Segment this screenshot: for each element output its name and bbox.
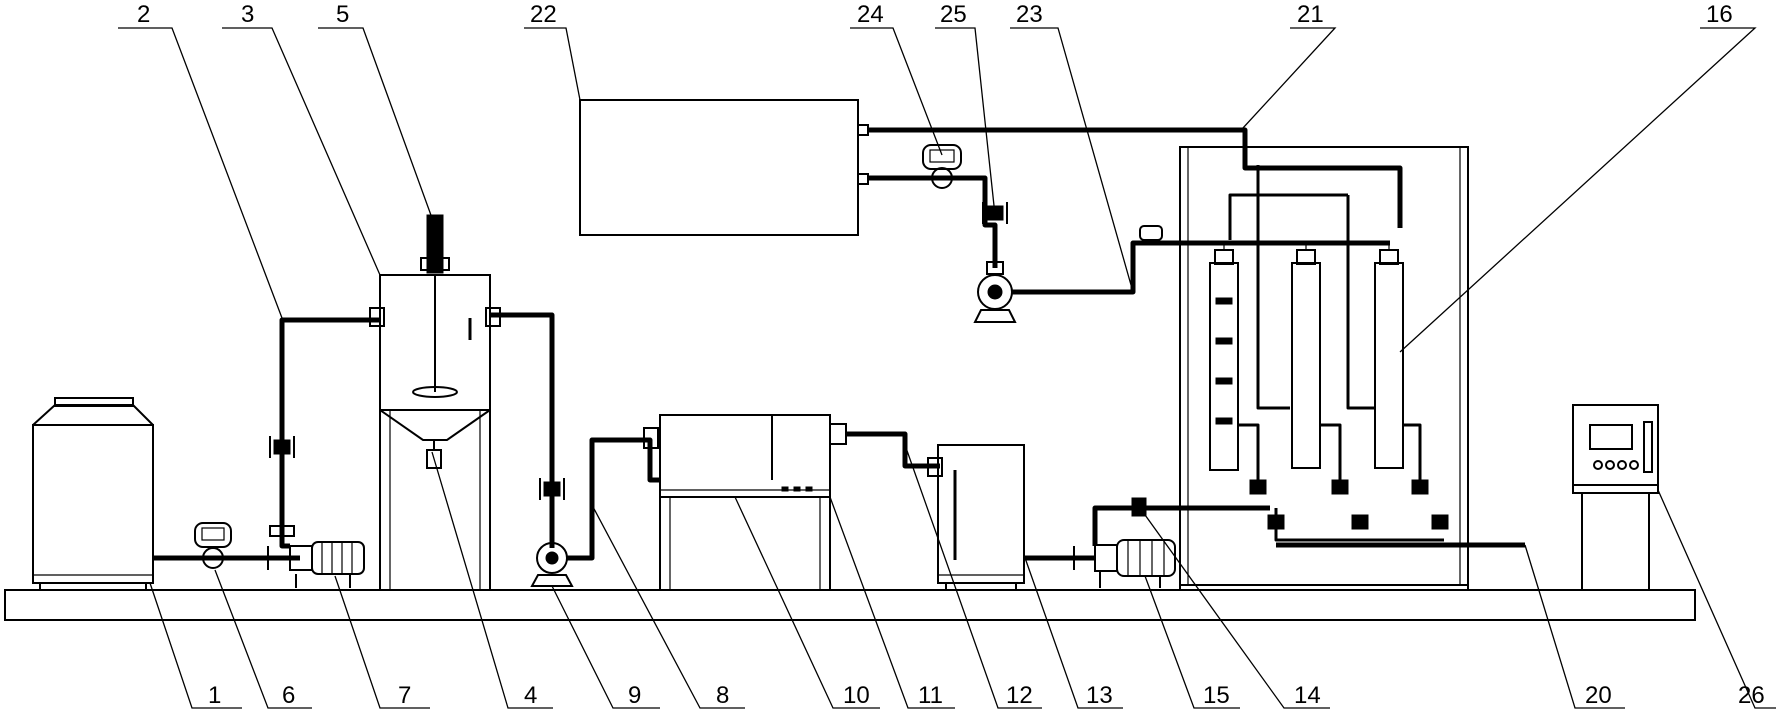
membrane-column-3 [1374,243,1404,469]
fitting-2 [269,525,295,537]
pipe-col3-out [1403,423,1422,490]
pipe-mix-to-pump [490,312,555,548]
flow-meter-24 [922,144,962,189]
pipe-8 [567,437,660,561]
membrane-frame-16 [1179,146,1469,590]
label-20: 20 [1585,682,1612,709]
raw-water-tank [32,397,154,590]
pipe-col2-out [1320,423,1342,490]
circulation-pump-25 [973,261,1017,323]
label-25: 25 [940,1,967,28]
valve-2 [269,436,295,458]
label-3: 3 [241,1,254,28]
label-22: 22 [530,1,557,28]
inlet-fitting-8 [643,427,659,449]
membrane-column-1 [1209,243,1239,471]
label-7: 7 [398,682,411,709]
agitator-motor-5 [420,214,450,274]
pipe-14 [1092,505,1270,546]
label-23: 23 [1016,1,1043,28]
pipe-12 [846,431,940,469]
label-5: 5 [336,1,349,28]
pipe-return-25 [868,175,998,268]
mixing-tank-3 [369,274,501,590]
pipe-header-21 [868,127,1403,228]
pipe-col-return-1 [1256,195,1290,410]
tank-22-port-b [857,173,869,185]
base-platform [4,589,1696,621]
label-21: 21 [1297,1,1324,28]
pipe-feed-riser-2 [279,317,380,549]
membrane-column-2 [1291,243,1321,469]
label-9: 9 [628,682,641,709]
flow-meter-6 [194,522,232,569]
pipe-branch-21a [1228,165,1260,240]
label-11: 11 [918,682,943,709]
label-26: 26 [1738,682,1765,709]
label-15: 15 [1203,682,1230,709]
control-cabinet-26 [1572,404,1659,590]
leader-lines-top [118,27,1757,353]
pipe-23 [1012,240,1180,295]
label-4: 4 [524,682,537,709]
column-valves [1249,479,1449,530]
valve-9 [539,478,565,500]
feed-pump-7 [267,541,365,588]
label-12: 12 [1006,682,1033,709]
pipe-col1-out [1238,423,1260,490]
booster-pump-15 [1073,539,1176,588]
tank-22-port-a [857,124,869,136]
lift-pump-9 [530,542,574,587]
pipe-collector [1274,508,1444,542]
label-1: 1 [208,682,221,709]
label-16: 16 [1706,1,1733,28]
sedimentation-tank-10 [659,414,831,590]
leader-lines-bottom [149,444,1776,709]
manifold-fitting [1139,225,1163,241]
label-6: 6 [282,682,295,709]
label-14: 14 [1294,682,1321,709]
label-13: 13 [1086,682,1113,709]
label-8: 8 [716,682,729,709]
pipe-col-return-2 [1346,240,1375,410]
label-24: 24 [857,1,884,28]
intermediate-tank-13 [927,444,1025,590]
storage-tank-22 [579,99,859,236]
label-10: 10 [843,682,870,709]
label-2: 2 [137,1,150,28]
outlet-fitting-11 [829,423,847,445]
